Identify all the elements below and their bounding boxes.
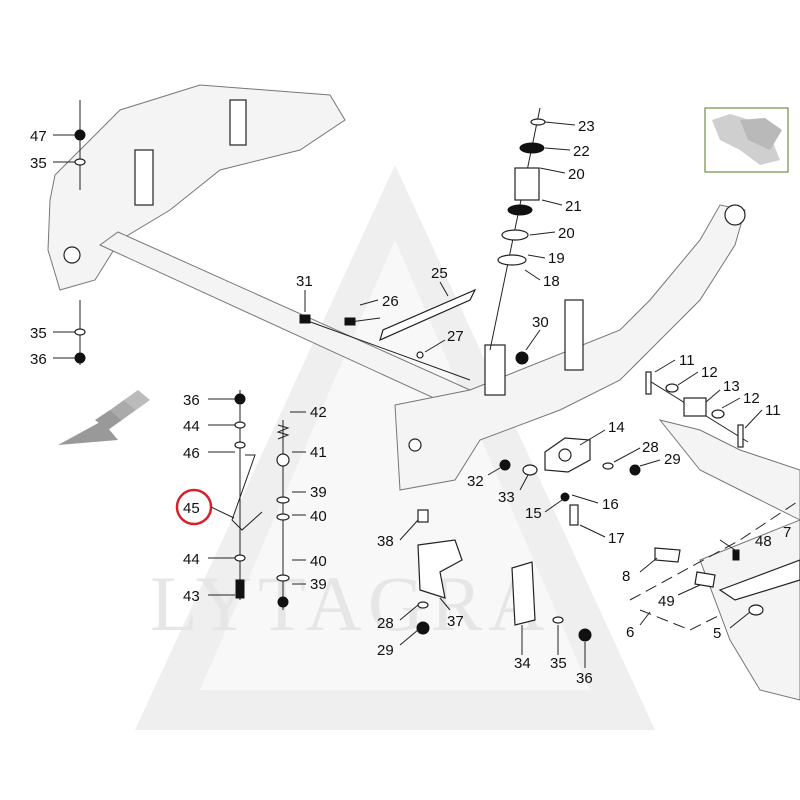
callout-43: 43 [183,588,200,605]
callout-17: 17 [608,530,625,547]
callout-28: 28 [377,615,394,632]
callout-11: 11 [765,402,781,419]
callout-33: 33 [498,489,515,506]
callout-39: 39 [310,484,327,501]
callout-27: 27 [447,328,464,345]
callout-35: 35 [30,155,47,172]
callout-31: 31 [296,273,313,290]
callout-36: 36 [576,670,593,687]
callout-20: 20 [558,225,575,242]
callout-14: 14 [608,419,625,436]
callout-29: 29 [664,451,681,468]
callout-35: 35 [30,325,47,342]
callout-11: 11 [679,352,695,369]
watermark-text: LYTAGRA [150,560,551,647]
bar-and-bolts [299,288,477,381]
callout-19: 19 [548,250,565,267]
callout-21: 21 [565,198,582,215]
callout-35: 35 [550,655,567,672]
callout-39: 39 [310,576,327,593]
callout-labels: 47 35 35 36 36 44 46 45 44 43 42 41 39 4… [30,118,791,687]
callout-6: 6 [626,624,634,641]
callout-30: 30 [532,314,549,331]
callout-25: 25 [431,265,448,282]
callout-45: 45 [183,500,200,517]
callout-7: 7 [783,524,791,541]
callout-40: 40 [310,553,327,570]
frame-assembly [47,84,800,701]
callout-36: 36 [183,392,200,409]
callout-34: 34 [514,655,531,672]
callout-12: 12 [701,364,718,381]
callout-46: 46 [183,445,200,462]
callout-44: 44 [183,418,200,435]
callout-26: 26 [382,293,399,310]
callout-28: 28 [642,439,659,456]
callout-40: 40 [310,508,327,525]
callout-44: 44 [183,551,200,568]
callout-13: 13 [723,378,740,395]
callout-48: 48 [755,533,772,550]
callout-20: 20 [568,166,585,183]
direction-arrow-icon [58,390,150,445]
callout-38: 38 [377,533,394,550]
callout-37: 37 [447,613,464,630]
callout-32: 32 [467,473,484,490]
callout-29: 29 [377,642,394,659]
callout-47: 47 [30,128,47,145]
callout-49: 49 [658,593,675,610]
callout-36: 36 [30,351,47,368]
callout-23: 23 [578,118,595,135]
linkage-stack [231,390,290,610]
callout-15: 15 [525,505,542,522]
callout-41: 41 [310,444,327,461]
callout-22: 22 [573,143,590,160]
callout-12: 12 [743,390,760,407]
callout-8: 8 [622,568,630,585]
overview-thumbnail [704,107,789,173]
right-parts [416,371,800,642]
left-fastener-stack [74,100,86,365]
callout-5: 5 [713,625,721,642]
kingpin-stack [489,107,546,365]
callout-16: 16 [602,496,619,513]
callout-18: 18 [543,273,560,290]
leader-lines [53,121,763,668]
callout-42: 42 [310,404,327,421]
